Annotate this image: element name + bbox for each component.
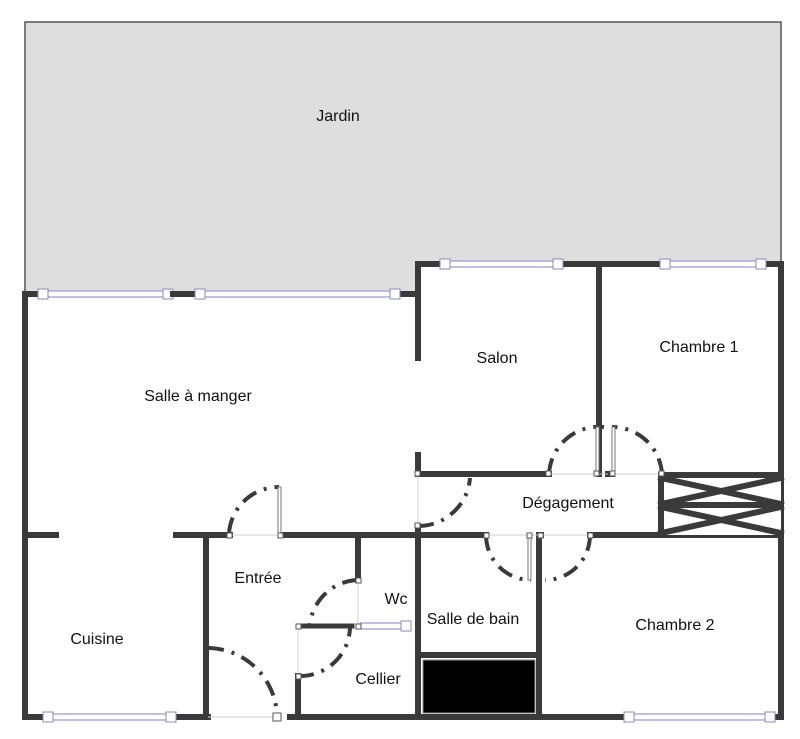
closet[interactable] [657,472,785,538]
room-label-wc: Wc [384,591,408,608]
room-label-chambre-1: Chambre 1 [659,339,739,356]
room-label-jardin: Jardin [316,108,360,125]
room-label-cellier: Cellier [355,671,401,688]
door-threshold-lines [208,473,661,718]
room-label-salon: Salon [476,350,518,367]
room-label-chambre-2: Chambre 2 [635,617,715,634]
room-label-salle-de-bain: Salle de bain [426,611,520,628]
garden-area[interactable] [24,21,782,295]
room-label-cuisine: Cuisine [70,631,124,648]
room-label-entree: Entrée [234,570,282,587]
door-swings[interactable] [207,424,664,718]
room-label-degagement: Dégagement [522,495,614,512]
shower-tray[interactable] [422,659,536,714]
room-label-salle-a-manger: Salle à manger [144,388,252,405]
windows[interactable] [37,258,776,723]
snap-points [226,470,665,722]
